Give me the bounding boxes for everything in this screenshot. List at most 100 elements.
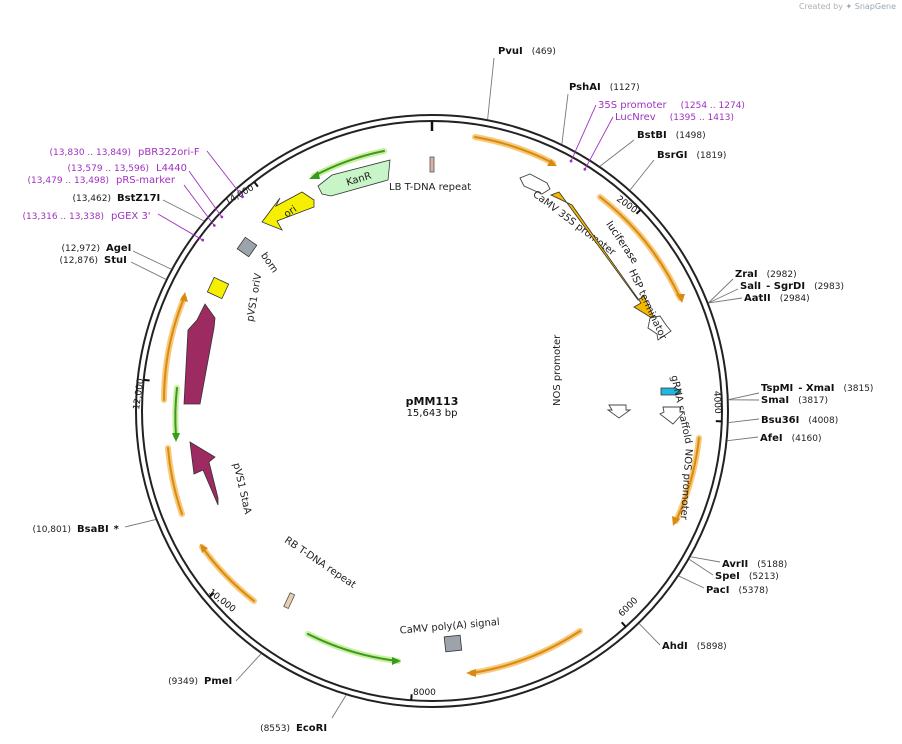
orf-arcs (161, 134, 702, 677)
site-aatii[interactable]: AatII(2984) (708, 293, 810, 304)
site-avrii[interactable]: AvrII(5188) (690, 556, 787, 570)
site-tspmi-name: TspMI (761, 383, 793, 394)
orf-arc-2-head (676, 294, 685, 303)
orf-arc-6-head (200, 544, 208, 553)
site-bstz17i-pos: (13,462) (72, 194, 111, 204)
tick-label-12000: 12,000 (132, 378, 146, 411)
site-ecori-name: EcoRI (296, 723, 327, 734)
orf-arc-5-line (307, 633, 399, 662)
orf-arc-4 (469, 628, 583, 676)
site-bstbi-name: BstBI (637, 130, 667, 141)
site-ahdi[interactable]: AhdI(5898) (638, 623, 727, 652)
orf-arc-1-head (547, 159, 557, 166)
primer-pgex-3-leader (157, 213, 203, 241)
site-bstbi[interactable]: BstBI (1498) (599, 130, 706, 167)
restriction-sites: PvuI(469)PshAI(1127)BstBI (1498) BsrGI(181… (32, 46, 873, 734)
orf-arc-9-head (172, 433, 180, 442)
orf-arc-1-line (474, 136, 554, 164)
orf-arc-4-line (471, 630, 581, 674)
site-ahdi-pos: (5898) (697, 642, 727, 652)
nos-promoter-right-label: NOS promoter (678, 448, 694, 521)
site-bsrgi[interactable]: BsrGI(1819) (629, 150, 726, 191)
camv35s-arrow (519, 173, 551, 195)
site-smai-name: SmaI (761, 395, 789, 406)
orf-arc-3-head (672, 516, 680, 526)
orf-arc-7-line (167, 447, 183, 515)
primer-pbr322ori-f-name: pBR322ori-F (138, 147, 200, 158)
site-paci-pos: (5378) (738, 586, 768, 596)
site-bsabi-name: BsaBI (77, 524, 109, 535)
oriv-label: pVS1 oriV (245, 272, 264, 322)
lb-repeat-label: LB T-DNA repeat (389, 182, 471, 193)
site-bsu36i[interactable]: Bsu36I(4008) (728, 415, 839, 426)
credit-prefix: Created by (798, 2, 843, 11)
site-ecori[interactable]: (8553) EcoRI (260, 695, 347, 734)
grna-arrow (660, 387, 682, 396)
staa-arrow (189, 441, 219, 506)
site-bstbi-pos: (1498) (676, 131, 706, 141)
tick-6000 (620, 621, 627, 628)
site-ecori-pos: (8553) (260, 724, 290, 734)
primer-pgex-3[interactable]: (13,316 .. 13,338)pGEX 3' (23, 211, 205, 242)
site-pmei-leader (235, 653, 262, 682)
snapgene-credit: Created by ✦ SnapGene (799, 2, 896, 11)
tick-12000 (143, 378, 150, 382)
site-zrai[interactable]: ZraI(2982) (708, 269, 797, 304)
orf-arc-5-head (392, 657, 401, 665)
site-bstz17i-name: BstZ17I (117, 193, 160, 204)
primer-35s-promoter[interactable]: 35S promoter(1254 .. 1274) (569, 100, 745, 163)
orf-arc-8 (161, 295, 187, 403)
rb-repeat-box (283, 592, 296, 610)
site-afei-leader (727, 436, 759, 442)
primer-pgex-3-range: (13,316 .. 13,338) (23, 212, 104, 222)
orf-arc-7 (165, 445, 185, 517)
site-stui[interactable]: (12,876)StuI (59, 255, 166, 280)
ori-arrow (261, 191, 315, 231)
site-paci[interactable]: PacI(5378) (678, 575, 769, 596)
site-afei[interactable]: AfeI(4160) (727, 433, 822, 444)
primer-35s-promoter-leader (570, 104, 597, 162)
primer-prs-marker-range: (13,479 .. 13,498) (28, 176, 109, 186)
site-pvui[interactable]: PvuI(469) (487, 46, 556, 120)
nos-promoter-right-arrow (659, 406, 686, 425)
site-spei-name: SpeI (715, 571, 740, 582)
rb-repeat-label: RB T-DNA repeat (282, 535, 358, 591)
hsp-terminator-arrow (647, 315, 672, 341)
site-agei[interactable]: (12,972)AgeI (61, 243, 172, 270)
orf-arc-1 (472, 134, 556, 166)
primer-lucnrev[interactable]: LucNrev(1395 .. 1413) (583, 112, 734, 171)
site-tspmi[interactable]: TspMI- XmaI(3815) (728, 383, 874, 401)
primer-pbr322ori-f[interactable]: (13,830 .. 13,849) pBR322ori-F (50, 147, 244, 199)
site-bstz17i[interactable]: (13,462) BstZ17I (72, 193, 205, 222)
site-ahdi-leader (638, 623, 661, 646)
primer-lucnrev-name: LucNrev (615, 112, 656, 123)
snapgene-logo-icon: ✦ (845, 2, 853, 11)
site-aatii-name: AatII (744, 293, 771, 304)
orf-arc-3-line (675, 437, 700, 522)
oriv-box (206, 276, 230, 300)
primer-sites: 35S promoter(1254 .. 1274)LucNrev(1395 .… (23, 100, 745, 242)
site-avrii-leader (690, 556, 721, 563)
site-sali[interactable]: SalI- SgrDI(2983) (708, 281, 844, 304)
site-bsabi-pos: (10,801) (32, 525, 71, 535)
tick-14000 (253, 181, 259, 188)
primer-prs-marker[interactable]: (13,479 .. 13,498)pRS-marker (28, 175, 216, 227)
site-agei-pos: (12,972) (61, 244, 100, 254)
site-bsabi[interactable]: (10,801)BsaBI* (32, 519, 156, 535)
site-stui-pos: (12,876) (59, 256, 98, 266)
tick-label-4000: 4000 (711, 391, 722, 415)
repa-label: pVS1 RepA (215, 305, 233, 368)
plasmid-length: 15,643 bp (407, 408, 458, 419)
primer-pbr322ori-f-range: (13,830 .. 13,849) (50, 148, 131, 158)
site-pmei[interactable]: (9349)PmeI (168, 653, 262, 687)
site-smai[interactable]: SmaI(3817) (728, 395, 828, 406)
site-spei[interactable]: SpeI(5213) (689, 558, 779, 582)
site-afei-name: AfeI (760, 433, 783, 444)
plasmid-name: pMM113 (406, 395, 459, 408)
site-aatii-leader (708, 297, 743, 304)
primer-l4440[interactable]: (13,579 .. 13,596)L4440 (68, 163, 224, 219)
site-pshai[interactable]: PshAI(1127) (561, 82, 640, 144)
site-pmei-pos: (9349) (168, 677, 198, 687)
site-stui-leader (130, 261, 166, 280)
